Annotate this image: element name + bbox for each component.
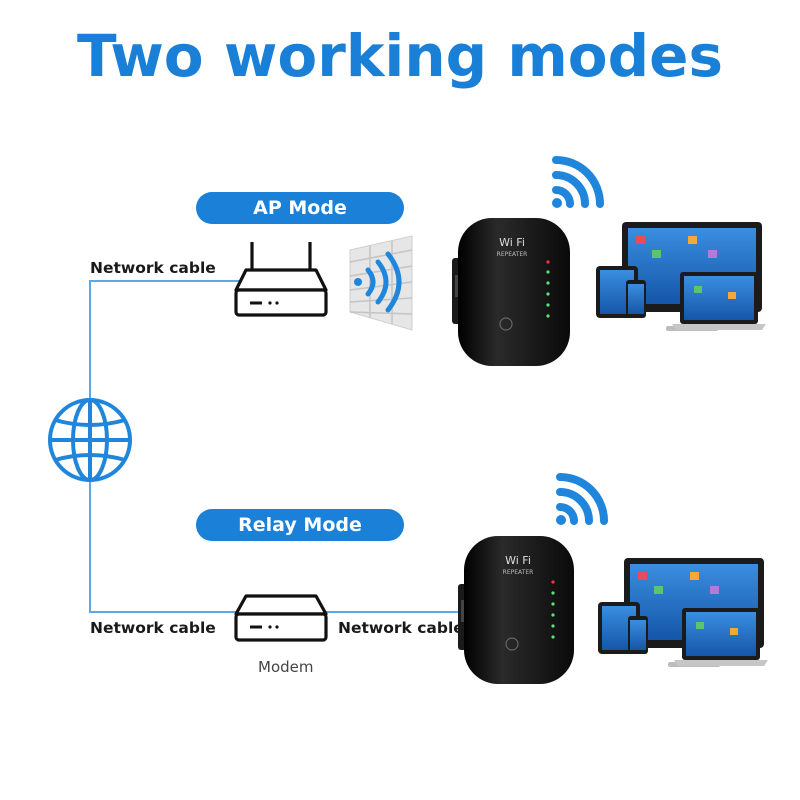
laptop-icon	[672, 272, 766, 330]
svg-text:Wi Fi: Wi Fi	[499, 236, 525, 249]
network-lines	[89, 280, 460, 613]
brick-wall-icon	[349, 235, 413, 331]
modem-icon	[234, 594, 328, 642]
network-cable-label-relay-right: Network cable	[338, 619, 464, 637]
network-cable-label-relay-left: Network cable	[90, 619, 216, 637]
devices-cluster-ap	[596, 222, 766, 331]
repeater-device: Wi Fi REPEATER	[458, 536, 574, 684]
devices-cluster-relay	[598, 558, 768, 667]
ap-mode-label: AP Mode	[196, 192, 404, 224]
modem-label: Modem	[258, 658, 314, 676]
network-cable-label-ap: Network cable	[90, 259, 216, 277]
svg-text:REPEATER: REPEATER	[497, 251, 528, 258]
wifi-signal-icon	[556, 473, 608, 525]
wifi-signal-icon	[552, 156, 604, 208]
phone-icon	[626, 280, 646, 318]
router-icon	[234, 242, 328, 317]
phone-icon	[628, 616, 648, 654]
relay-mode-label: Relay Mode	[196, 509, 404, 541]
globe-icon	[48, 398, 132, 482]
svg-text:REPEATER: REPEATER	[503, 569, 534, 576]
svg-text:Wi Fi: Wi Fi	[505, 554, 531, 567]
page-title: Two working modes	[77, 22, 723, 90]
repeater-device: Wi Fi REPEATER	[452, 218, 570, 366]
laptop-icon	[674, 608, 768, 666]
